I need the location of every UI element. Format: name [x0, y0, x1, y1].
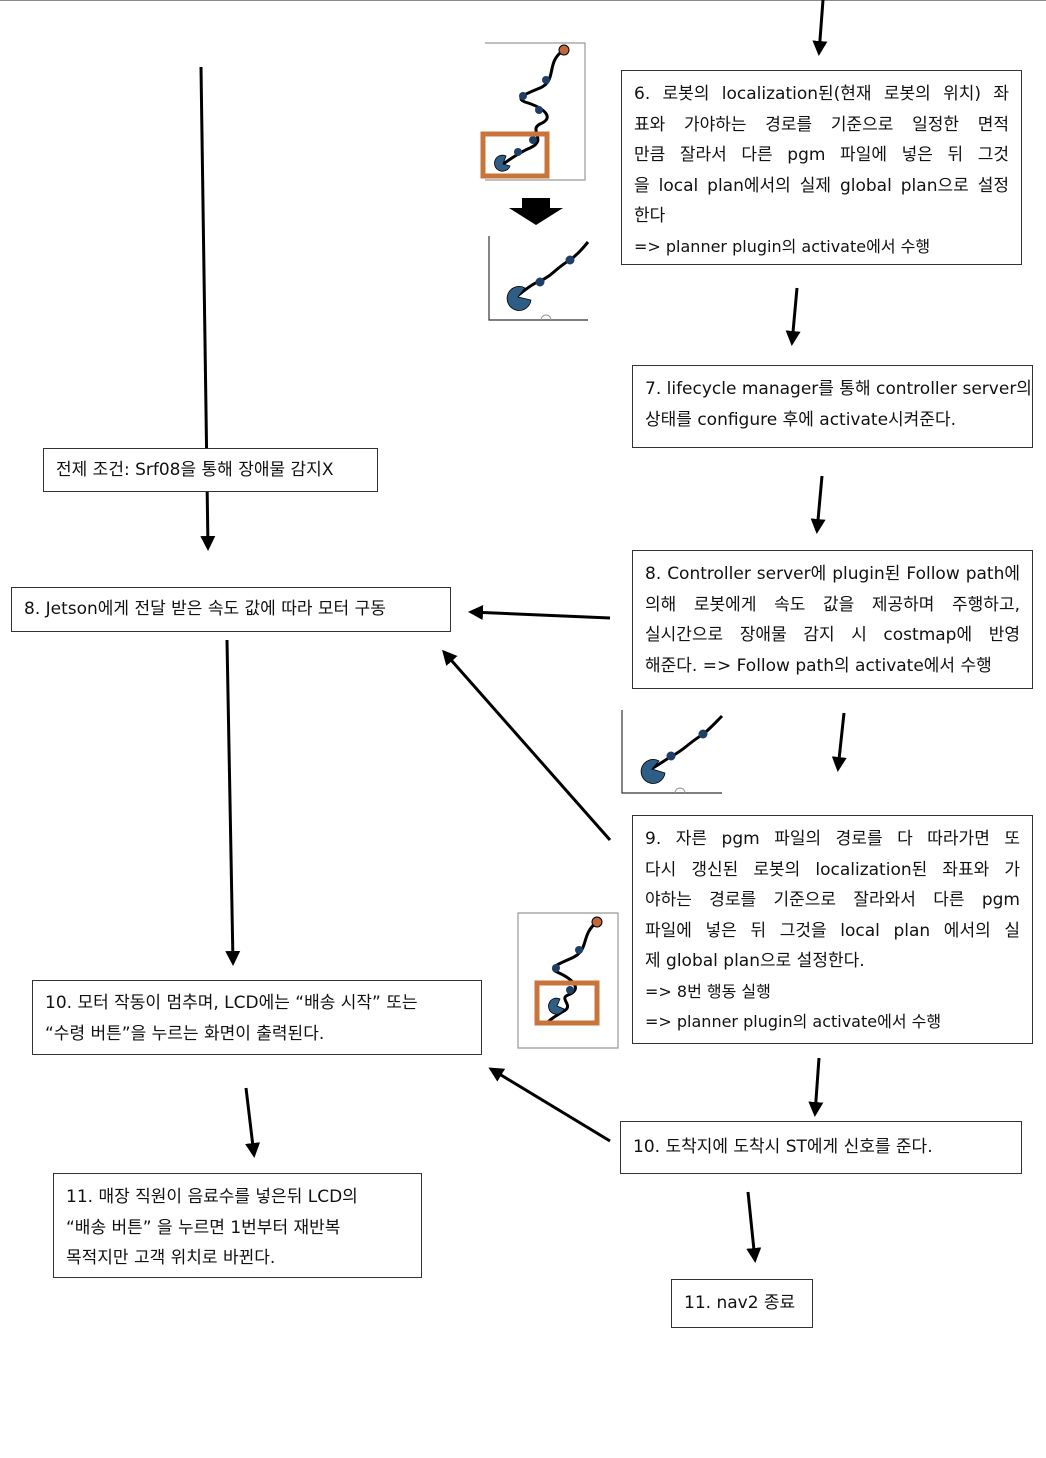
step-9-box: 9. 자른 pgm 파일의 경로를 다 따라가면 또 다시 갱신된 로봇의 lo… [632, 815, 1033, 1044]
path-node-icon [529, 136, 537, 144]
step-11-staff-line: “배송 버튼” 을 누르면 1번부터 재반복 [66, 1217, 341, 1238]
arrow-step7-to-step8 [810, 475, 826, 534]
step-6-note: => planner plugin의 activate에서 수행 [634, 236, 931, 256]
step-8-line: 의해 로봇에게 속도 값을 제공하며 주행하고, [645, 594, 1020, 615]
step-7-line: 7. lifecycle manager를 통해 controller serv… [645, 379, 1032, 399]
step-11-staff-line: 목적지만 고객 위치로 바뀐다. [66, 1248, 276, 1268]
step-7-line: 상태를 configure 후에 activate시켜준다. [645, 409, 957, 430]
goal-marker-icon [558, 44, 570, 56]
precondition-text: 전제 조건: Srf08을 통해 장애물 감지X [56, 459, 334, 480]
path-node-icon [575, 946, 583, 954]
path-node-icon [565, 255, 575, 265]
step-11-staff-box: 11. 매장 직원이 음료수를 넣은뒤 LCD의 “배송 버튼” 을 누르면 1… [53, 1173, 422, 1278]
step-6-line: 만큼 잘라서 다른 pgm 파일에 넣은 뒤 그것 [634, 145, 1009, 165]
full-path-illustration [480, 42, 586, 181]
arrow-into-step6 [812, 0, 828, 56]
step-6-box: 6. 로봇의 localization된(현재 로봇의 위치) 좌 표와 가야하… [621, 70, 1022, 265]
step-10-motor-line: “수령 버튼”을 누르는 화면이 출력된다. [45, 1023, 325, 1044]
path-node-icon [542, 76, 550, 84]
arrow-step6-to-step7 [785, 287, 801, 346]
robot-icon [548, 997, 565, 1015]
arrow-arrive-to-stop [488, 1067, 611, 1143]
step-9-line: 제 global plan으로 설정한다. [645, 951, 865, 971]
arrow-step9-to-motor [442, 649, 612, 841]
step-10-arrive-box: 10. 도착지에 도착시 ST에게 신호를 준다. [620, 1121, 1022, 1174]
step-8-line: 8. Controller server에 plugin된 Follow pat… [645, 564, 1020, 584]
precondition-box: 전제 조건: Srf08을 통해 장애물 감지X [43, 448, 378, 492]
path-node-icon [552, 964, 560, 972]
step-9-line: 파일에 넣은 뒤 그것을 local plan 에서의 실 [645, 920, 1020, 941]
path-node-icon [535, 277, 545, 287]
step-9-line: 다시 갱신된 로봇의 localization된 좌표와 가 [645, 859, 1020, 880]
down-block-arrow-icon [509, 198, 563, 225]
step-8-controller-box: 8. Controller server에 plugin된 Follow pat… [632, 550, 1033, 689]
path-node-icon [698, 729, 708, 739]
step-9-note: => 8번 행동 실행 [645, 981, 771, 1001]
step-8-motor-text: 8. Jetson에게 전달 받은 속도 값에 따라 모터 구동 [24, 599, 386, 620]
step-11-staff-line: 11. 매장 직원이 음료수를 넣은뒤 LCD의 [66, 1187, 358, 1207]
arrow-motor-to-stop [225, 639, 241, 966]
cropped-path-illustration [488, 236, 590, 321]
robot-icon [640, 759, 666, 784]
arrow-step8-down [831, 712, 847, 772]
step-6-line: 한다 [634, 206, 666, 226]
crop-region-box [534, 980, 600, 1026]
step-6-line: 6. 로봇의 localization된(현재 로봇의 위치) 좌 [634, 84, 1009, 104]
step-10-arrive-text: 10. 도착지에 도착시 ST에게 신호를 준다. [633, 1137, 933, 1158]
step-8-line: 해준다. => Follow path의 activate에서 수행 [645, 655, 992, 676]
step-8-line: 실시간으로 장애물 감지 시 costmap에 반영 [645, 625, 1020, 645]
arrow-step8-to-motor [468, 605, 611, 621]
step-10-motor-line: 10. 모터 작동이 멈추며, LCD에는 “배송 시작” 또는 [45, 993, 418, 1013]
step-11-end-box: 11. nav2 종료 [671, 1279, 813, 1328]
robot-icon [506, 286, 532, 311]
crop-region-box [480, 131, 550, 179]
path-node-icon [519, 92, 527, 100]
step-6-line: 표와 가야하는 경로를 기준으로 일정한 면적 [634, 114, 1009, 135]
step-10-motor-box: 10. 모터 작동이 멈추며, LCD에는 “배송 시작” 또는 “수령 버튼”… [32, 980, 482, 1055]
full-path-illustration-2 [517, 912, 619, 1049]
step-8-motor-box: 8. Jetson에게 전달 받은 속도 값에 따라 모터 구동 [11, 587, 451, 632]
step-9-line: 야하는 경로를 기준으로 잘라와서 다른 pgm [645, 890, 1020, 910]
goal-marker-icon [591, 916, 603, 928]
top-rule [0, 0, 1046, 1]
step-9-note: => planner plugin의 activate에서 수행 [645, 1012, 942, 1031]
path-node-icon [535, 106, 543, 114]
path-node-icon [566, 986, 574, 994]
robot-icon [494, 154, 511, 172]
cropped-path-illustration-2 [621, 710, 724, 794]
arrow-stop-to-staff [244, 1087, 261, 1158]
path-node-icon [666, 751, 676, 761]
arrow-step9-to-arrive [808, 1057, 824, 1117]
arrow-arrive-to-end [746, 1191, 762, 1263]
step-11-end-text: 11. nav2 종료 [684, 1293, 796, 1314]
path-node-icon [514, 148, 522, 156]
step-9-line: 9. 자른 pgm 파일의 경로를 다 따라가면 또 [645, 829, 1020, 849]
step-7-box: 7. lifecycle manager를 통해 controller serv… [632, 365, 1033, 448]
step-6-line: 을 local plan에서의 실제 global plan으로 설정 [634, 175, 1009, 196]
